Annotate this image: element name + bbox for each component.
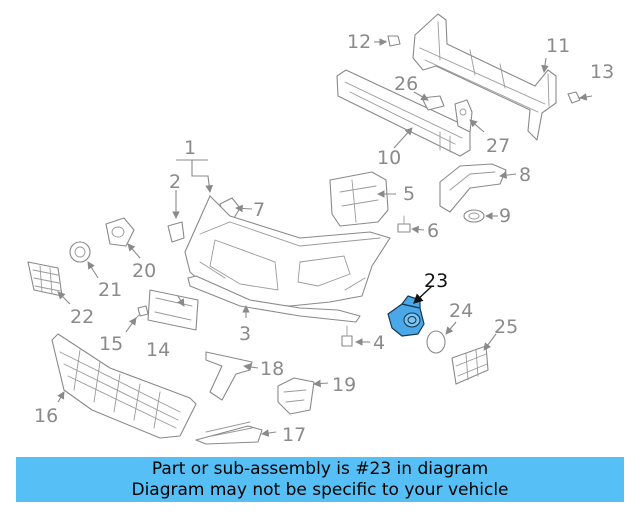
bracket-18-part [205, 351, 253, 401]
callout-25: 25 [494, 316, 518, 338]
leader-lines [57, 38, 593, 437]
callout-6: 6 [427, 220, 439, 242]
grille-trim-17-part [195, 421, 263, 445]
clip-15-part [133, 305, 149, 321]
screw-6-part [397, 215, 411, 233]
callout-16: 16 [34, 405, 58, 427]
callout-20: 20 [132, 260, 156, 282]
impact-bar-part [412, 13, 557, 141]
callout-23: 23 [424, 270, 448, 292]
callout-13: 13 [590, 61, 614, 83]
callout-11: 11 [546, 35, 570, 57]
energy-absorber-part [336, 69, 471, 157]
screw-4-part [341, 325, 353, 347]
banner-line-disclaimer: Diagram may not be specific to your vehi… [131, 479, 509, 500]
bracket-5-part [329, 171, 389, 227]
callout-9: 9 [499, 205, 511, 227]
callout-22: 22 [70, 306, 94, 328]
trim-2-part [167, 221, 185, 243]
bolt-12-part [377, 35, 401, 47]
notice-banner: Part or sub-assembly is #23 in diagram D… [16, 457, 624, 502]
callout-24: 24 [449, 300, 473, 322]
callout-14: 14 [146, 339, 170, 361]
grille-insert-25-part [451, 345, 489, 385]
callout-21: 21 [98, 279, 122, 301]
bracket-8-part [439, 163, 507, 213]
grommet-9-part [463, 209, 485, 223]
cap-24-part [426, 330, 446, 354]
banner-line-part-number: Part or sub-assembly is #23 in diagram [151, 458, 489, 479]
callout-3: 3 [239, 323, 251, 345]
trim-19-part [277, 377, 315, 415]
callout-4: 4 [373, 332, 385, 354]
callout-8: 8 [519, 164, 531, 186]
sensor-holder-20-part [105, 217, 135, 247]
plate-bracket-14-part [147, 289, 199, 331]
callout-12: 12 [347, 31, 371, 53]
callout-19: 19 [332, 374, 356, 396]
callout-10: 10 [377, 147, 401, 169]
callout-7: 7 [253, 199, 265, 221]
sensor-ring-21-part [69, 241, 91, 263]
callout-26: 26 [394, 73, 418, 95]
callout-27: 27 [486, 135, 510, 157]
callout-18: 18 [260, 358, 284, 380]
parking-sensor-23-part [387, 295, 425, 337]
callout-15: 15 [99, 333, 123, 355]
callout-5: 5 [403, 183, 415, 205]
lower-grille-16-part [51, 333, 197, 439]
grille-insert-22-part [27, 261, 63, 297]
callout-1: 1 [184, 137, 196, 159]
lower-spoiler-part [187, 275, 361, 323]
parts-diagram: 1 2 3 4 5 6 7 8 9 10 11 12 13 14 15 16 1… [27, 13, 614, 446]
callout-2: 2 [169, 171, 181, 193]
callout-labels: 1 2 3 4 5 6 7 8 9 10 11 12 13 14 15 16 1… [34, 31, 614, 446]
callout-17: 17 [282, 424, 306, 446]
